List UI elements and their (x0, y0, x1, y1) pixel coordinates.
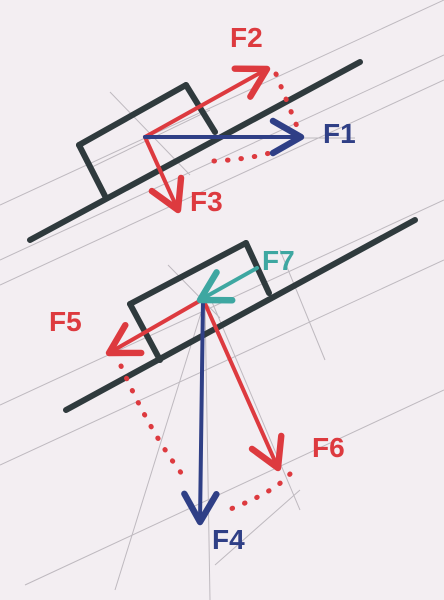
f3-label: F3 (190, 186, 223, 217)
pencil-line (204, 299, 211, 600)
pencil-line (0, 54, 444, 261)
pencil-line (0, 0, 444, 206)
pencil-line (211, 301, 301, 511)
f1-label: F1 (323, 118, 356, 149)
pencil-line (24, 389, 444, 586)
f2-dotted-guide (273, 71, 305, 142)
f4-label: F4 (212, 524, 245, 555)
pencil-line (167, 264, 221, 319)
f4-arrow (181, 297, 220, 526)
f2-label: F2 (230, 22, 263, 53)
f7-label: F7 (262, 245, 295, 276)
pencil-line (0, 79, 444, 286)
f6-arrow (201, 297, 285, 472)
pencil-line (0, 259, 444, 466)
top-incline-surface (27, 59, 363, 243)
f6-label: F6 (312, 432, 345, 463)
f7-arrow (196, 266, 259, 304)
f5-arrow (105, 297, 205, 357)
bottom-block-top-edge (127, 240, 249, 307)
f5-label: F5 (49, 306, 82, 337)
pencil-line (114, 299, 206, 591)
f5-dotted-guide (118, 363, 188, 481)
top-incline-and-block (27, 59, 363, 243)
f3-arrow (143, 135, 185, 214)
bottom-figure: F7 F5 F6 F4 (49, 217, 418, 555)
pencil-line (279, 249, 326, 361)
f2-arrow (143, 65, 271, 139)
top-figure: F2 F1 F3 (27, 22, 363, 243)
top-block-right-edge (183, 82, 218, 135)
top-block-top-edge (76, 82, 189, 148)
pencil-line (214, 489, 301, 566)
top-block-left-edge (76, 142, 108, 199)
